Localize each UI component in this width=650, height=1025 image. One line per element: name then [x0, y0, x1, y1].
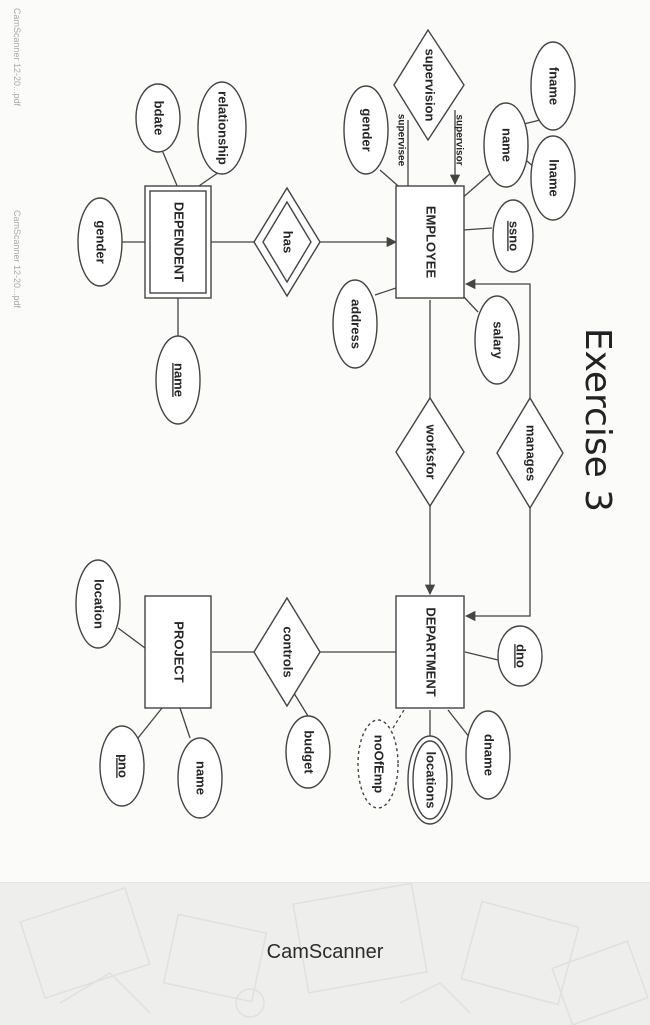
attr-budget-label: budget — [302, 730, 317, 774]
attr-noofemp-label: noOfEmp — [372, 735, 387, 794]
attr-pno-label: pno — [116, 754, 131, 778]
scan-mark-1: CamScanner 12-20...pdf — [12, 8, 22, 107]
attr-ssno — [492, 199, 534, 273]
app-name-label: CamScanner — [266, 941, 384, 963]
edge-name-employee — [459, 171, 493, 201]
attr-fname-label: fname — [547, 67, 562, 105]
attr-salary-label: salary — [491, 321, 506, 359]
supervision-relationship — [393, 28, 465, 142]
attr-location-label: location — [92, 579, 107, 629]
department-entity — [395, 595, 465, 709]
dependent-entity-inner — [149, 190, 207, 294]
department-label: DEPARTMENT — [424, 607, 439, 696]
dependent-label: DEPENDENT — [172, 202, 187, 282]
supervisee-role-label: supervisee — [395, 114, 406, 167]
worksfor-relationship — [395, 396, 465, 508]
attr-locations-inner — [412, 740, 448, 820]
scan-mark-2: CamScanner 12-20...pdf — [12, 210, 22, 309]
attr-gender-employee-label: gender — [360, 108, 375, 151]
attr-address-label: address — [349, 299, 364, 349]
attr-dname — [465, 710, 511, 800]
worksfor-label: worksfor — [424, 424, 439, 480]
attr-project-name-label: name — [194, 761, 209, 795]
attr-lname — [530, 135, 576, 221]
supervisor-role-label: supervisor — [453, 114, 464, 165]
has-relationship-inner — [262, 200, 312, 284]
edge-pno-project — [137, 707, 163, 739]
attr-relationship — [197, 81, 247, 175]
attr-bdate — [135, 83, 181, 153]
controls-label: controls — [281, 626, 296, 677]
edge-salary-employee — [462, 295, 479, 313]
attr-budget — [285, 715, 331, 789]
edge-bdate-dependent — [161, 149, 179, 189]
attr-ssno-label: ssno — [507, 221, 522, 251]
supervision-label: supervision — [423, 49, 438, 122]
attr-address — [332, 279, 378, 369]
attr-dno-label: dno — [514, 644, 529, 668]
attr-project-name — [177, 737, 223, 819]
edge-dname-department — [447, 709, 471, 739]
er-diagram: CamScanner 12-20...pdf CamScanner 12-20.… — [12, 8, 618, 825]
attr-name — [483, 102, 529, 188]
scanned-page: CamScanner 12-20...pdf CamScanner 12-20.… — [12, 8, 618, 825]
attr-gender-dependent-label: gender — [94, 220, 109, 263]
has-label: has — [281, 231, 296, 253]
attr-dependent-name-label: name — [172, 363, 187, 397]
edge-noofemp-department — [392, 709, 405, 729]
app-footer: CamScanner — [0, 882, 650, 1025]
edge-location-project — [117, 627, 146, 649]
attr-fname — [530, 41, 576, 131]
project-label: PROJECT — [172, 621, 187, 682]
employee-entity — [395, 185, 465, 299]
attr-noofemp — [357, 719, 399, 809]
page-title: Exercise 3 — [577, 328, 618, 512]
manages-relationship — [496, 396, 564, 510]
attr-dname-label: dname — [482, 734, 497, 776]
attr-pno — [99, 725, 145, 807]
attr-locations-label: locations — [424, 751, 439, 808]
attr-bdate-label: bdate — [152, 101, 167, 136]
attr-gender-employee — [343, 85, 389, 175]
attr-lname-label: lname — [547, 159, 562, 197]
attr-dno — [497, 625, 543, 687]
attr-relationship-label: relationship — [216, 91, 231, 165]
controls-relationship — [253, 596, 321, 708]
footer-pattern — [19, 883, 649, 1025]
edge-ssno-employee — [462, 227, 493, 231]
attr-dependent-name — [155, 335, 201, 425]
edge-dno-department — [464, 651, 499, 661]
attr-name-label: name — [500, 128, 515, 162]
attr-location — [75, 559, 121, 649]
edge-manages-employee — [464, 278, 531, 398]
manages-label: manages — [524, 425, 539, 481]
project-entity — [144, 595, 212, 709]
edge-projname-project — [179, 707, 191, 739]
attr-gender-dependent — [77, 197, 123, 287]
edge-manages-department — [464, 508, 531, 622]
employee-label: EMPLOYEE — [424, 206, 439, 279]
attr-salary — [474, 295, 520, 385]
